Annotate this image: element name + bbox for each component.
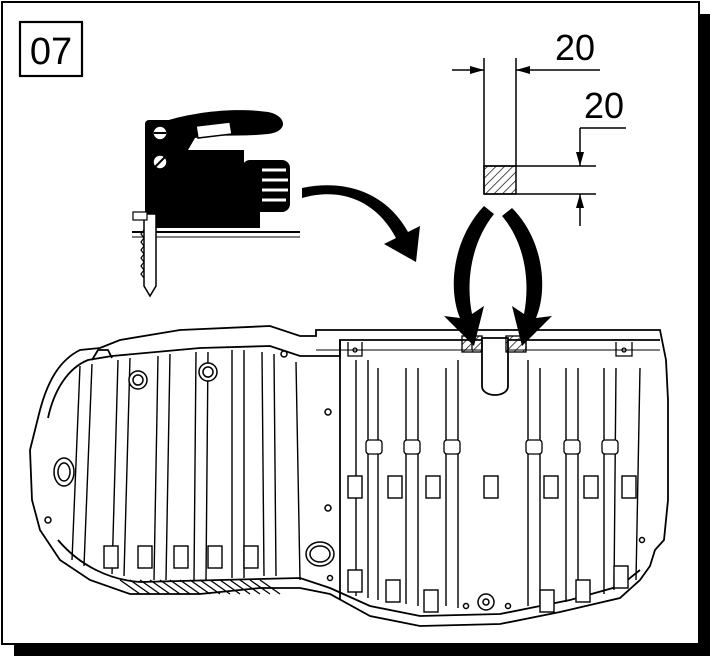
panel-crossbars (365, 439, 619, 455)
width-dimension-label: 20 (555, 27, 595, 68)
panel-clips (103, 475, 637, 613)
height-dimension-label: 20 (584, 85, 624, 126)
cut-zone-left (461, 335, 483, 353)
step-number: 07 (30, 31, 72, 73)
panel-holes (44, 350, 646, 611)
frame-border (1, 1, 700, 645)
jigsaw-icon (132, 110, 300, 298)
down-arrow-icon (444, 206, 552, 346)
curved-arrow-icon (302, 185, 420, 262)
step-number-box: 07 (18, 20, 84, 78)
central-slot (461, 335, 527, 396)
panel-ribs-left (71, 350, 301, 581)
cut-zone-right (505, 335, 527, 353)
cut-dimension-detail: 20 20 (452, 27, 626, 226)
panel-hatch-strip (119, 579, 281, 595)
